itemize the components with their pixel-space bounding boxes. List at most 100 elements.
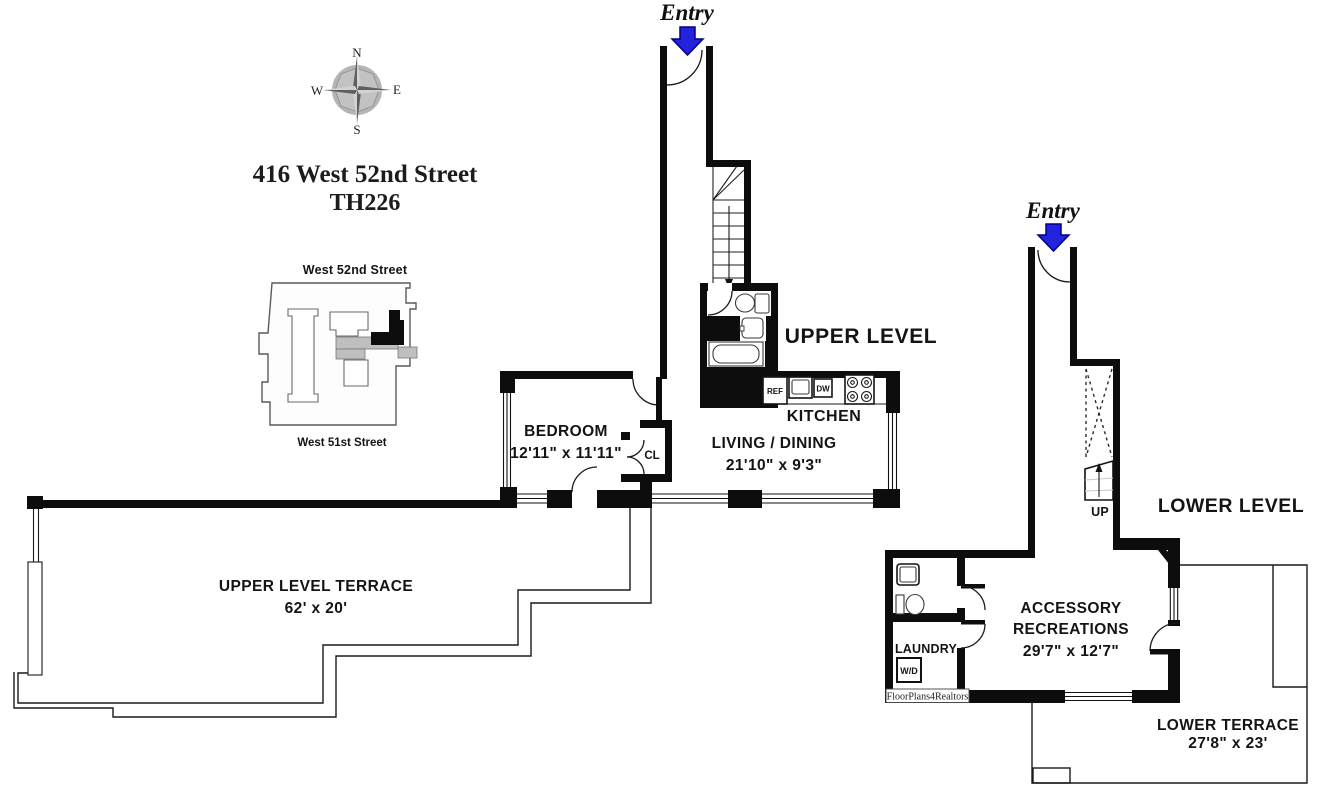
bedroom-door-arc <box>632 378 660 406</box>
lower-level-plan: Entry UP LOWER LEVEL <box>885 198 1308 784</box>
site-map-wing-outline <box>329 311 369 337</box>
site-map: West 52nd Street West 51st Street <box>258 263 418 449</box>
lower-terrace-outline <box>1031 564 1308 784</box>
lower-bath-door-leaf <box>961 584 985 589</box>
compass-n: N <box>352 45 362 60</box>
site-map-lower-level-shade <box>397 346 418 359</box>
upper-corridor-left-wall <box>660 46 667 379</box>
upper-bottom-wall <box>500 466 900 508</box>
laundry-east-wall <box>957 648 965 690</box>
upper-terrace: UPPER LEVEL TERRACE 62' x 20' <box>13 496 652 718</box>
site-map-top-street: West 52nd Street <box>303 263 408 277</box>
recreations-right-window <box>1169 588 1179 620</box>
compass-w: W <box>311 83 324 98</box>
bedroom-top-wall <box>500 371 633 379</box>
stove-icon <box>844 374 875 405</box>
dishwasher-icon <box>813 378 833 398</box>
lower-unit-bottom-wall-right <box>1132 690 1180 703</box>
upper-terrace-label: UPPER LEVEL TERRACE <box>219 578 413 595</box>
terrace-door-arc <box>571 466 598 493</box>
living-bottom-window-1 <box>650 493 728 504</box>
bedroom-dims: 12'11" x 11'11" <box>510 445 622 462</box>
watermark-box <box>885 688 970 703</box>
closet-label: CL <box>644 450 659 462</box>
lower-toilet-tank-icon <box>895 594 905 615</box>
refrigerator-icon <box>762 376 788 405</box>
compass-e: E <box>393 82 401 97</box>
site-map-lower-wing <box>343 359 369 387</box>
upper-corridor-right-wall <box>706 46 713 167</box>
terrace-top-wall <box>40 500 502 508</box>
bedroom-bottom-window <box>517 493 547 504</box>
lower-terrace-door-arc <box>1149 622 1179 652</box>
page-title-line1: 416 West 52nd Street <box>253 161 478 188</box>
washer-dryer-label: W/D <box>900 666 918 676</box>
lower-toilet-bowl-icon <box>905 593 925 616</box>
upper-entry-label: Entry <box>659 0 714 25</box>
upper-level-label: UPPER LEVEL <box>785 325 937 348</box>
terrace-boundary-outer <box>13 508 652 718</box>
site-map-shade-2 <box>335 348 366 360</box>
lower-corridor-right-wall <box>1070 247 1077 365</box>
lower-entry-label: Entry <box>1025 198 1080 223</box>
lower-terrace-label: LOWER TERRACE <box>1157 717 1299 734</box>
upper-entry-arrow-icon <box>670 26 705 57</box>
sink-icon <box>741 317 764 339</box>
page-title-line2: TH226 <box>330 190 401 216</box>
lower-bath-door-arc <box>960 585 986 611</box>
toilet-bowl-icon <box>734 293 756 313</box>
upper-entry-door-arc <box>666 49 703 86</box>
lower-staircase: UP <box>1084 368 1114 519</box>
compass-rose: N S W E <box>311 45 401 137</box>
bedroom-left-window <box>502 393 512 487</box>
lower-terrace-dims: 27'8" x 23' <box>1188 735 1267 752</box>
site-map-unit-highlight <box>371 310 404 345</box>
toilet-tank-icon <box>754 293 770 314</box>
recreations-bottom-window <box>1065 691 1132 702</box>
lower-terrace-step <box>1032 767 1071 784</box>
bathtub-basin-icon <box>712 344 760 364</box>
living-bottom-window-2 <box>762 493 873 504</box>
door-post-wall <box>957 608 965 620</box>
recreations-right-wall-top <box>1168 545 1180 588</box>
recreations-right-wall-bottom <box>1168 652 1180 690</box>
bath-east-wall <box>957 558 965 586</box>
stair-up-arrow-icon <box>1095 463 1103 472</box>
bedroom-door-leaf <box>656 377 662 403</box>
lower-terrace-column <box>1272 565 1307 688</box>
terrace-door-leaf <box>1150 649 1180 655</box>
upper-stair-right-wall <box>744 160 751 291</box>
upper-kitchen: REF DW <box>762 371 893 405</box>
site-map-bottom-street: West 51st Street <box>297 437 386 449</box>
lower-stair-jut-wall <box>1070 359 1120 366</box>
lower-terrace: LOWER TERRACE 27'8" x 23' <box>1031 564 1308 784</box>
kitchen-top-wall <box>775 371 893 378</box>
lower-right-wall <box>1113 359 1120 545</box>
kitchen-label: KITCHEN <box>787 408 862 425</box>
recreations-top-wall <box>1113 538 1180 550</box>
upper-terrace-dims: 62' x 20' <box>285 600 348 617</box>
lower-level-label: LOWER LEVEL <box>1158 495 1304 517</box>
laundry-door-leaf <box>961 620 985 625</box>
terrace-boundary-inner <box>17 508 631 704</box>
washer-dryer-icon <box>896 657 922 683</box>
lower-unit-left-wall <box>885 550 893 703</box>
living-dining-label: LIVING / DINING <box>712 435 837 452</box>
lower-corridor-left-wall <box>1028 247 1035 558</box>
accessory-dims: 29'7" x 12'7" <box>1023 643 1119 660</box>
lower-unit-top-wall <box>885 550 1035 558</box>
terrace-wall-end-block <box>27 496 43 509</box>
accessory-label-line2: RECREATIONS <box>1013 621 1129 638</box>
dishwasher-label: DW <box>816 385 830 394</box>
lower-entry-arrow-icon <box>1036 223 1071 253</box>
watermark-text: FloorPlans4Realtors <box>887 692 969 703</box>
bedroom-left-wall-top <box>500 371 515 393</box>
up-label: UP <box>1091 505 1109 519</box>
bath-laundry-divider-wall <box>885 613 965 622</box>
laundry-room: LAUNDRY W/D <box>895 642 957 683</box>
living-dining-dims: 21'10" x 9'3" <box>726 457 822 474</box>
laundry-door-arc <box>960 623 986 649</box>
accessory-label-line1: ACCESSORY <box>1020 600 1121 617</box>
